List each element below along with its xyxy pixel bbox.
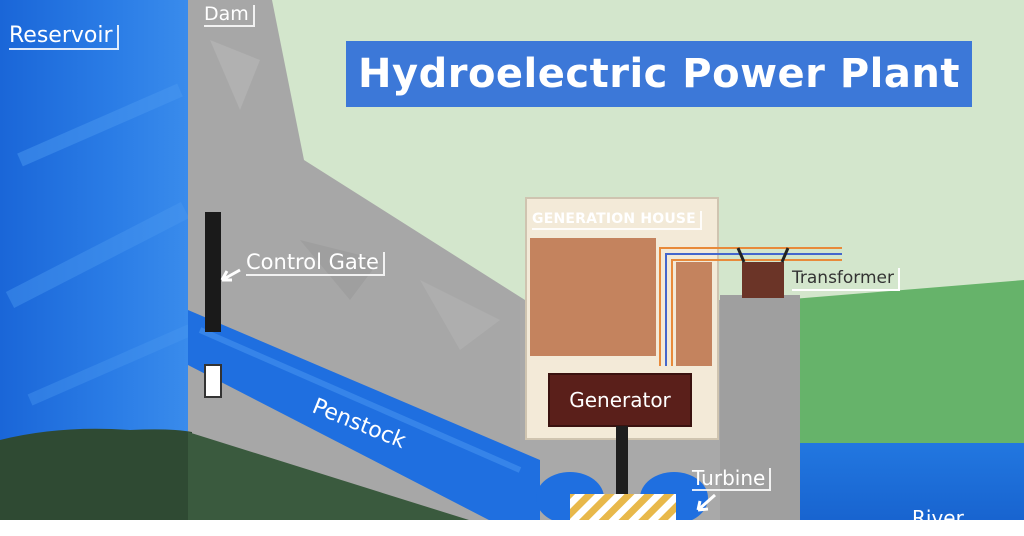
label-dam: Dam — [204, 5, 255, 27]
control-gate-arrow — [220, 268, 241, 282]
label-control-gate: Control Gate — [246, 252, 385, 276]
generator-shaft — [616, 426, 628, 502]
transformer-box — [742, 262, 784, 298]
hill-right — [780, 280, 1024, 445]
label-transformer: Transformer — [792, 268, 901, 291]
label-generator: Generator — [569, 388, 671, 412]
reservoir-highlight-2 — [5, 201, 190, 309]
label-reservoir: Reservoir — [9, 25, 119, 50]
ground-under-dam — [188, 432, 520, 536]
reservoir-highlight-1 — [17, 83, 183, 167]
turbine-arrow — [696, 493, 716, 512]
dam-texture-3 — [420, 280, 500, 350]
power-cable-1 — [659, 247, 842, 366]
generator-body — [548, 373, 692, 427]
penstock-highlight — [198, 327, 522, 473]
dam-texture-2 — [300, 240, 380, 300]
reservoir-highlight-3 — [27, 324, 193, 406]
reservoir-water — [0, 0, 192, 440]
transformer-terminals — [736, 247, 790, 263]
power-cable-2 — [665, 253, 842, 366]
generation-house-side — [676, 262, 712, 366]
generation-house-upper — [530, 238, 656, 356]
transformer-pad — [720, 295, 800, 536]
control-gate-shaft — [205, 212, 221, 332]
label-turbine: Turbine — [692, 468, 772, 491]
control-gate-slot — [204, 364, 222, 398]
bottom-band — [0, 520, 1024, 536]
power-cable-3 — [671, 259, 842, 366]
label-river: River — [912, 506, 964, 530]
label-generation-house: GENERATION HOUSE — [532, 211, 702, 230]
ground — [0, 428, 192, 536]
dam-texture-1 — [210, 40, 260, 110]
diagram-title: Hydroelectric Power Plant — [346, 41, 972, 107]
